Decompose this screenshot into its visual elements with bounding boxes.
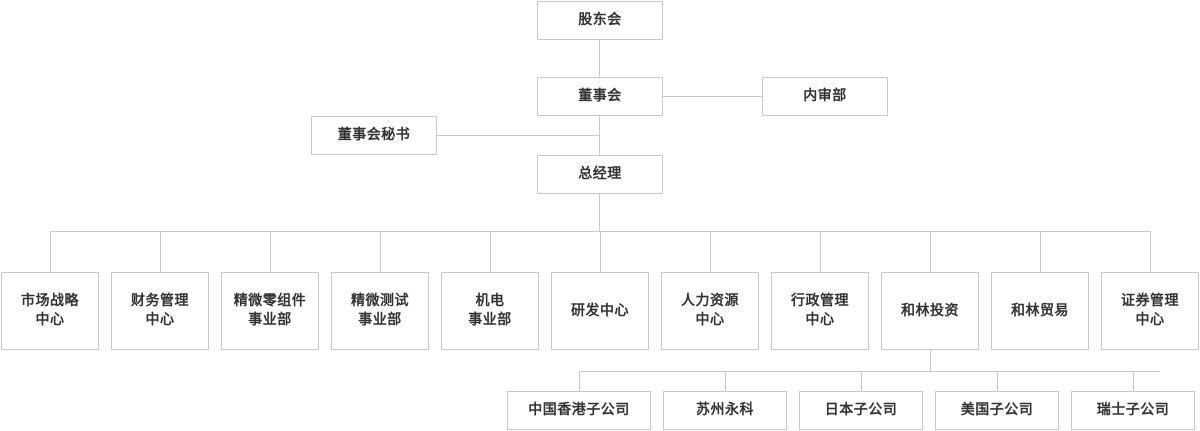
node-label: 董事会秘书 <box>337 127 411 143</box>
connector-department-drop-9 <box>930 231 931 272</box>
connector-board-secretary-stub <box>437 135 599 136</box>
node-department-administration-center[interactable]: 行政管理 中心 <box>771 272 869 350</box>
node-department-finance-management-center[interactable]: 财务管理 中心 <box>111 272 209 350</box>
node-subsidiary-hong-kong[interactable]: 中国香港子公司 <box>507 391 651 430</box>
node-label-line2: 中心 <box>145 312 175 328</box>
node-label-line2: 中心 <box>805 312 835 328</box>
node-label-line1: 证券管理 <box>1121 293 1179 309</box>
node-department-electromechanical-division[interactable]: 机电 事业部 <box>441 272 539 350</box>
connector-helin-investment-trunk <box>930 350 931 371</box>
connector-subsidiary-drop-4 <box>997 371 998 391</box>
node-label-line1: 市场战略 <box>21 293 79 309</box>
node-department-helin-trading[interactable]: 和林贸易 <box>991 272 1089 350</box>
node-subsidiary-usa[interactable]: 美国子公司 <box>935 391 1059 430</box>
connector-department-drop-6 <box>600 231 601 272</box>
node-department-precision-components-division[interactable]: 精微零组件 事业部 <box>221 272 319 350</box>
node-label-line1: 精微测试 <box>351 293 409 309</box>
connector-department-drop-3 <box>270 231 271 272</box>
connector-board-to-gm <box>599 116 600 155</box>
node-label-line2: 中心 <box>1135 312 1165 328</box>
connector-gm-to-departments-trunk <box>599 194 600 231</box>
node-label-line1: 人力资源 <box>681 293 739 309</box>
connector-subsidiary-bus <box>579 371 1160 372</box>
node-label: 股东会 <box>578 12 622 28</box>
node-department-helin-investment[interactable]: 和林投资 <box>881 272 979 350</box>
connector-department-drop-11 <box>1150 231 1151 272</box>
connector-subsidiary-drop-2 <box>725 371 726 391</box>
node-internal-audit[interactable]: 内审部 <box>762 77 888 116</box>
connector-department-drop-8 <box>820 231 821 272</box>
node-department-rnd-center[interactable]: 研发中心 <box>551 272 649 350</box>
node-label-line2: 事业部 <box>248 312 292 328</box>
node-label: 苏州永科 <box>696 402 754 418</box>
connector-department-drop-5 <box>490 231 491 272</box>
node-label-line1: 机电 <box>475 293 505 309</box>
node-department-human-resources-center[interactable]: 人力资源 中心 <box>661 272 759 350</box>
node-board-of-directors[interactable]: 董事会 <box>537 77 663 116</box>
connector-department-drop-2 <box>160 231 161 272</box>
connector-department-drop-7 <box>710 231 711 272</box>
node-department-market-strategy-center[interactable]: 市场战略 中心 <box>1 272 99 350</box>
node-label-line2: 事业部 <box>358 312 402 328</box>
node-label-line1: 精微零组件 <box>233 293 307 309</box>
node-label-line2: 中心 <box>695 312 725 328</box>
node-label: 美国子公司 <box>960 402 1034 418</box>
node-label-line1: 和林投资 <box>901 302 959 319</box>
node-label: 内审部 <box>803 88 847 104</box>
node-label-line1: 研发中心 <box>571 302 629 319</box>
node-label-line1: 和林贸易 <box>1011 302 1069 319</box>
connector-department-drop-1 <box>50 231 51 272</box>
node-label: 日本子公司 <box>824 402 898 418</box>
connector-board-to-internal-audit <box>663 96 762 97</box>
node-label: 董事会 <box>578 88 622 104</box>
node-general-manager[interactable]: 总经理 <box>537 155 663 194</box>
node-label-line1: 财务管理 <box>131 293 189 309</box>
connector-department-drop-10 <box>1040 231 1041 272</box>
node-department-precision-testing-division[interactable]: 精微测试 事业部 <box>331 272 429 350</box>
node-label: 瑞士子公司 <box>1096 402 1170 418</box>
node-department-securities-management-center[interactable]: 证券管理 中心 <box>1101 272 1199 350</box>
connector-subsidiary-drop-5 <box>1133 371 1134 391</box>
node-label-line2: 事业部 <box>468 312 512 328</box>
node-label: 总经理 <box>578 166 622 182</box>
node-subsidiary-japan[interactable]: 日本子公司 <box>799 391 923 430</box>
node-subsidiary-suzhou-yongke[interactable]: 苏州永科 <box>663 391 787 430</box>
node-shareholders-meeting[interactable]: 股东会 <box>537 1 663 40</box>
connector-subsidiary-drop-3 <box>861 371 862 391</box>
connector-shareholders-to-board <box>599 40 600 77</box>
node-label-line2: 中心 <box>35 312 65 328</box>
node-board-secretary[interactable]: 董事会秘书 <box>311 116 437 155</box>
node-label-line1: 行政管理 <box>791 293 849 309</box>
connector-subsidiary-drop-1 <box>579 371 580 391</box>
node-subsidiary-switzerland[interactable]: 瑞士子公司 <box>1071 391 1195 430</box>
connector-department-drop-4 <box>380 231 381 272</box>
node-label: 中国香港子公司 <box>528 402 630 418</box>
